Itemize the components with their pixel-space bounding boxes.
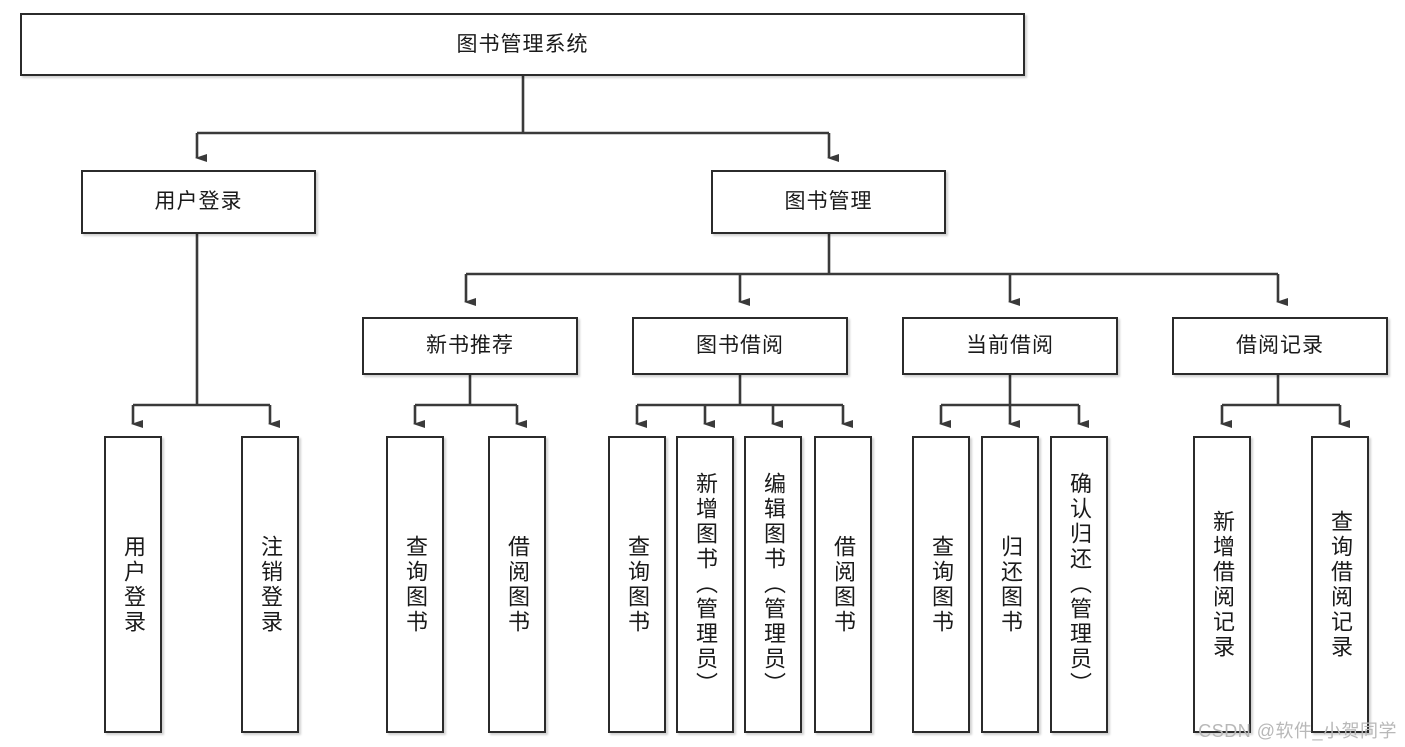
node-book-borrow[interactable]: 图书借阅 xyxy=(632,317,848,375)
node-current-borrow-label: 当前借阅 xyxy=(966,334,1054,358)
leaf-confirm-return[interactable]: 确认归还（管理员） xyxy=(1050,436,1108,733)
leaf-query-book-2-label: 查询图书 xyxy=(624,534,650,635)
node-borrow-record-label: 借阅记录 xyxy=(1236,334,1324,358)
leaf-logout-login[interactable]: 注销登录 xyxy=(241,436,299,733)
leaf-query-book-1-label: 查询图书 xyxy=(402,534,428,635)
node-user-login-label: 用户登录 xyxy=(154,190,243,214)
leaf-user-login[interactable]: 用户登录 xyxy=(104,436,162,733)
leaf-add-record[interactable]: 新增借阅记录 xyxy=(1193,436,1251,733)
leaf-logout-login-label: 注销登录 xyxy=(257,534,283,635)
leaf-edit-book[interactable]: 编辑图书（管理员） xyxy=(744,436,802,733)
leaf-user-login-label: 用户登录 xyxy=(120,534,146,635)
node-new-book-recommend[interactable]: 新书推荐 xyxy=(362,317,578,375)
node-user-login[interactable]: 用户登录 xyxy=(81,170,316,234)
node-current-borrow[interactable]: 当前借阅 xyxy=(902,317,1118,375)
node-book-borrow-label: 图书借阅 xyxy=(696,334,784,358)
leaf-query-record-label: 查询借阅记录 xyxy=(1327,509,1353,660)
leaf-query-book-1[interactable]: 查询图书 xyxy=(386,436,444,733)
leaf-add-book-label: 新增图书（管理员） xyxy=(692,472,718,697)
node-root-label: 图书管理系统 xyxy=(456,32,589,56)
leaf-return-book-label: 归还图书 xyxy=(997,534,1023,635)
leaf-query-record[interactable]: 查询借阅记录 xyxy=(1311,436,1369,733)
node-new-book-recommend-label: 新书推荐 xyxy=(426,334,514,358)
leaf-borrow-book-2[interactable]: 借阅图书 xyxy=(814,436,872,733)
leaf-add-record-label: 新增借阅记录 xyxy=(1209,509,1235,660)
node-borrow-record[interactable]: 借阅记录 xyxy=(1172,317,1388,375)
leaf-add-book[interactable]: 新增图书（管理员） xyxy=(676,436,734,733)
leaf-borrow-book-1-label: 借阅图书 xyxy=(504,534,530,635)
leaf-edit-book-label: 编辑图书（管理员） xyxy=(760,472,786,697)
node-root[interactable]: 图书管理系统 xyxy=(20,13,1025,76)
leaf-query-book-3-label: 查询图书 xyxy=(928,534,954,635)
node-book-manage[interactable]: 图书管理 xyxy=(711,170,946,234)
leaf-confirm-return-label: 确认归还（管理员） xyxy=(1066,472,1092,697)
watermark: CSDN @软件_小贺同学 xyxy=(1198,721,1397,741)
leaf-query-book-3[interactable]: 查询图书 xyxy=(912,436,970,733)
leaf-borrow-book-2-label: 借阅图书 xyxy=(830,534,856,635)
leaf-return-book[interactable]: 归还图书 xyxy=(981,436,1039,733)
node-book-manage-label: 图书管理 xyxy=(784,190,873,214)
leaf-borrow-book-1[interactable]: 借阅图书 xyxy=(488,436,546,733)
leaf-query-book-2[interactable]: 查询图书 xyxy=(608,436,666,733)
